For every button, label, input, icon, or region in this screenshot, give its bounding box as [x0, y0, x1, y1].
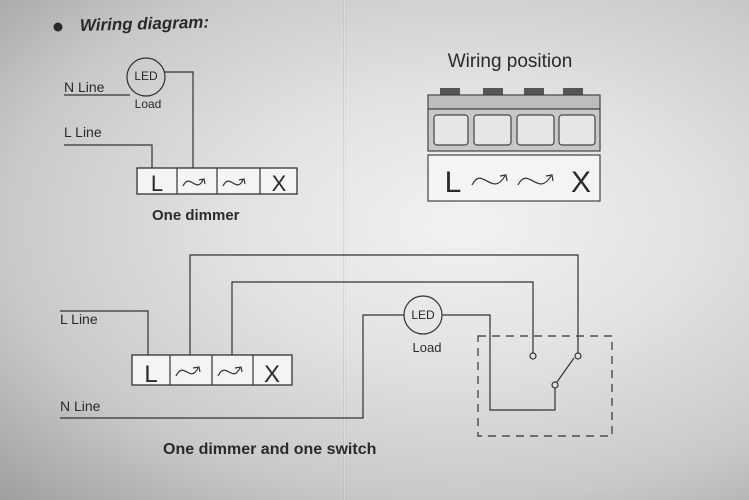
load-label: Load — [135, 97, 162, 111]
l-line-label: L Line — [64, 124, 102, 140]
switch-contact-icon — [574, 352, 582, 360]
caption-dimmer-and-switch: One dimmer and one switch — [163, 441, 376, 458]
screw-icon — [563, 88, 583, 95]
led-circle — [126, 57, 166, 97]
led-to-dimmer-wire — [164, 71, 194, 168]
terminal-label-box — [427, 154, 601, 202]
n-line-wire-2 — [60, 314, 404, 419]
diagram-dimmer-and-switch: L Line N Line LED Load L X One dimmer an… — [60, 254, 613, 458]
dimmer-terminal-icon — [517, 174, 554, 186]
paper-fold — [343, 0, 346, 500]
load-label-2: Load — [413, 340, 442, 355]
l-line-wire-2 — [60, 310, 149, 355]
wiring-position-title: Wiring position — [448, 51, 573, 72]
terminal-x-label-2: X — [264, 361, 280, 388]
dimmer-terminal-icon — [471, 174, 508, 186]
heading: Wiring diagram: — [80, 13, 210, 35]
dimmer-terminal-icon — [217, 366, 243, 377]
diagram-one-dimmer: N Line L Line LED Load L X One dimmer — [64, 57, 298, 224]
top-wire — [189, 254, 579, 355]
inner-wire — [231, 281, 534, 355]
n-line-label-2: N Line — [60, 398, 101, 414]
position-terminal-x-label: X — [571, 166, 591, 199]
switch-leads — [532, 340, 579, 353]
switch-contact-icon — [551, 381, 559, 389]
position-terminal-l-label: L — [445, 166, 462, 199]
terminal-x-label: X — [272, 171, 287, 196]
l-line-wire — [64, 144, 153, 168]
wiring-position-figure: Wiring position L X — [427, 51, 601, 202]
switch-dashed-box — [477, 335, 613, 437]
dimmer-terminal-icon — [182, 178, 206, 187]
dimmer-terminal-icon — [175, 366, 201, 377]
caption-one-dimmer: One dimmer — [152, 207, 240, 224]
bullet-icon — [53, 22, 63, 32]
l-line-label-2: L Line — [60, 311, 98, 327]
terminal-top-plate — [427, 94, 601, 110]
terminal-l-label-2: L — [144, 361, 157, 388]
terminal-l-label: L — [151, 171, 163, 196]
n-line-label: N Line — [64, 79, 105, 95]
screw-icon — [440, 88, 460, 95]
screw-icon — [483, 88, 503, 95]
dimmer-terminal-icon — [222, 178, 246, 187]
switch-contact-icon — [529, 352, 537, 360]
led-label: LED — [134, 69, 158, 83]
screw-icon — [524, 88, 544, 95]
led-label-2: LED — [411, 308, 435, 322]
switch-lever-icon — [556, 357, 575, 383]
led-to-switch-wire — [442, 314, 556, 411]
